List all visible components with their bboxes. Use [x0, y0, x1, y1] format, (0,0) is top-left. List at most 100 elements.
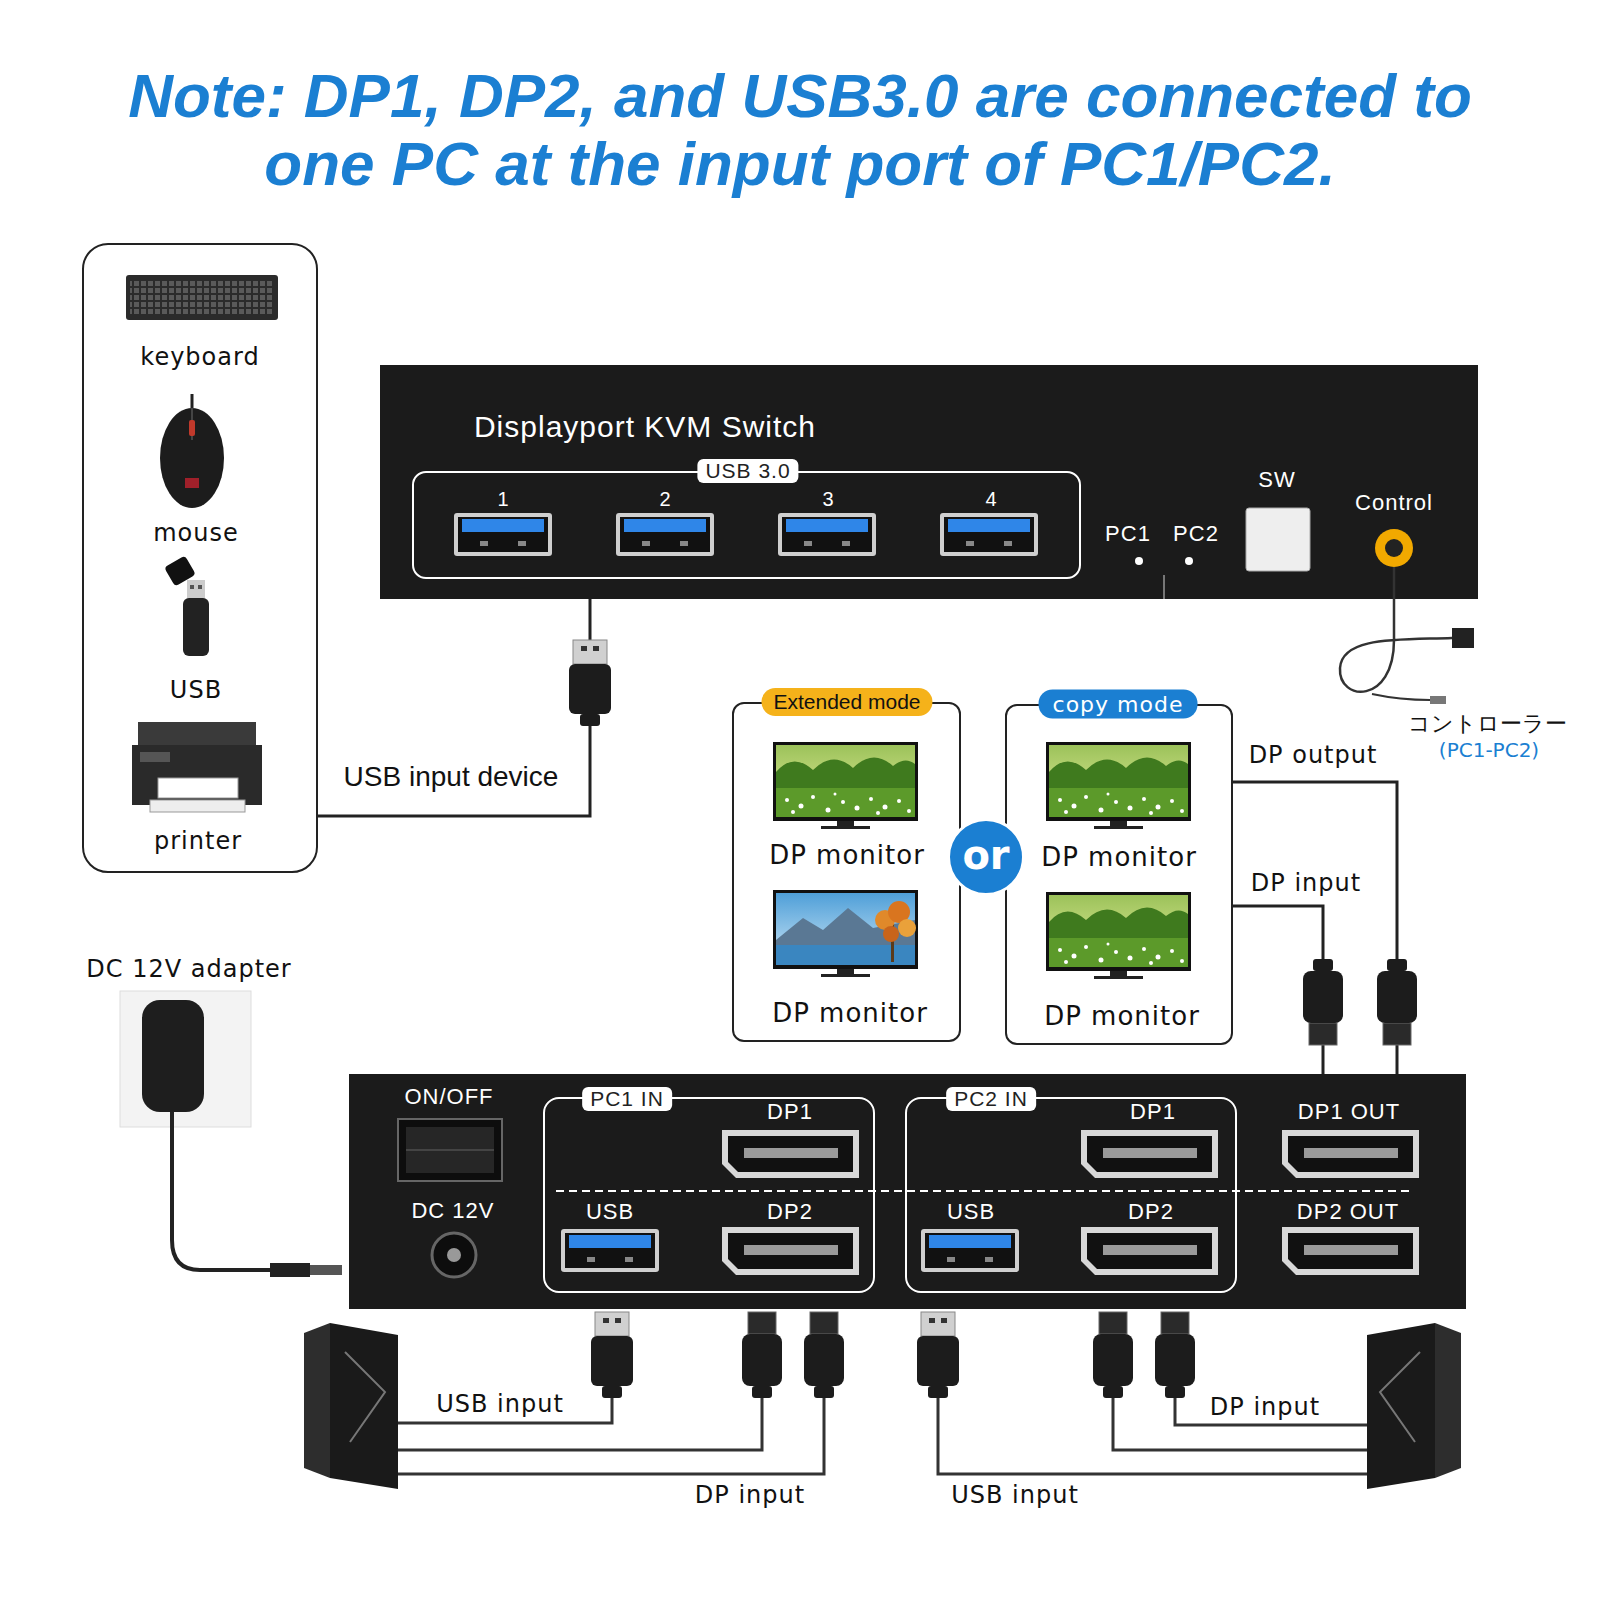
cable-label: USB input device [340, 761, 563, 793]
usb-plug [569, 640, 611, 726]
mode-title: copy mode [1039, 690, 1198, 719]
divider-line [556, 1190, 1413, 1192]
monitor-picture [1046, 892, 1191, 979]
mouse-icon [160, 408, 224, 508]
usb-plug [591, 1312, 633, 1398]
mouse-icon [185, 478, 199, 488]
monitor-label: DP monitor [772, 998, 928, 1028]
group-title: PC2 IN [946, 1087, 1036, 1111]
cable-label: DP input [691, 1481, 809, 1509]
usb-stick-icon [183, 598, 209, 656]
usb-plug [917, 1312, 959, 1398]
dp-plug [1093, 1312, 1133, 1398]
port-label: Control [1355, 490, 1433, 516]
keyboard-icon [130, 279, 274, 316]
power-adapter [172, 1112, 270, 1270]
dc-jack [447, 1248, 461, 1262]
controller-range: (PC1-PC2) [1435, 738, 1543, 762]
device-name: USB [170, 676, 222, 704]
port-label: DP1 OUT [1298, 1099, 1400, 1125]
usb-port [561, 1229, 659, 1272]
port-number: 4 [985, 488, 996, 511]
printer-icon [132, 722, 262, 812]
port-label: USB [586, 1199, 634, 1225]
usb-port-group: USB 3.01234 [412, 471, 1081, 579]
controller-cable [1452, 628, 1474, 648]
port-label: DP2 [767, 1199, 813, 1225]
printer-icon [138, 722, 256, 746]
rear-panel: ON/OFFDC 12VDP1 OUTDP2 OUTPC1 INDP1USBDP… [349, 1074, 1466, 1309]
pc-tower [1380, 1352, 1420, 1442]
dp-plug [804, 1312, 844, 1398]
switch-button [1246, 508, 1310, 571]
input-group: PC1 INDP1USBDP2 [543, 1097, 875, 1293]
front-panel-body [380, 365, 1478, 599]
rear-panel-body [349, 1074, 1466, 1309]
product-name: Displayport KVM Switch [474, 410, 816, 444]
usb-port [921, 1229, 1019, 1272]
port-label: DP2 OUT [1297, 1199, 1399, 1225]
power-adapter [120, 991, 342, 1277]
mode-box: Extended modeDP monitorDP monitor [732, 702, 961, 1042]
device-name: mouse [153, 519, 239, 547]
usb-port [778, 513, 876, 556]
keyboard-icon [126, 275, 278, 320]
cable-label: USB input [432, 1390, 568, 1418]
power-adapter [142, 1000, 204, 1112]
pc-tower [304, 1323, 398, 1489]
usb-stick-icon [187, 580, 205, 600]
printer-icon [140, 752, 170, 762]
power-label: DC 12V [411, 1198, 494, 1224]
device-box: keyboard mouseUSB printer [82, 243, 318, 873]
cable-label: DP input [1247, 869, 1365, 897]
usb-stick-icon [164, 555, 209, 656]
cable-line [318, 599, 590, 816]
front-panel-body [1163, 575, 1165, 599]
dp-plug [1155, 1312, 1195, 1398]
monitor-label: DP monitor [1044, 1001, 1200, 1031]
cable-line [1233, 782, 1397, 1074]
port-number: 2 [659, 488, 670, 511]
rear-panel-body [406, 1149, 494, 1151]
device-name: keyboard [140, 343, 259, 371]
adapter-label: DC 12V adapter [82, 955, 295, 983]
keyboard-icon [126, 275, 278, 320]
pc-tower [1367, 1323, 1435, 1489]
monitor-picture [773, 890, 918, 977]
device-name: printer [154, 827, 242, 855]
mode-title: Extended mode [761, 688, 932, 716]
port-number: 1 [497, 488, 508, 511]
controller-cable [1372, 694, 1430, 700]
port-label: USB [947, 1199, 995, 1225]
indicator-label: PC1 [1105, 521, 1151, 547]
or-word: or [962, 832, 1009, 878]
printer-icon [132, 745, 262, 805]
power-adapter [310, 1265, 342, 1275]
dp-port [1282, 1227, 1419, 1275]
rear-panel-body [349, 1074, 1466, 1309]
controller-label: コントローラー [1404, 709, 1571, 739]
mouse-icon [189, 420, 195, 436]
mouse-icon [160, 394, 224, 508]
dp-plug [1303, 959, 1343, 1045]
dp-plug [742, 1312, 782, 1398]
printer-icon [150, 800, 245, 812]
pc-tower [304, 1323, 330, 1478]
pc-tower [1435, 1323, 1461, 1478]
mode-box: copy modeDP monitorDP monitor [1005, 704, 1233, 1045]
power-adapter [120, 991, 251, 1127]
monitor-picture [773, 742, 918, 829]
pc-tower [1367, 1323, 1461, 1489]
pc-tower [330, 1323, 398, 1489]
indicator-led [1185, 557, 1193, 565]
control-jack [1385, 539, 1403, 557]
monitor-picture [1046, 742, 1191, 829]
group-title: USB 3.0 [697, 459, 798, 483]
port-label: DP2 [1128, 1199, 1174, 1225]
indicator-led [1135, 557, 1143, 565]
dp-port [1081, 1227, 1218, 1275]
cable-label: DP input [1206, 1393, 1324, 1421]
power-switch [406, 1127, 494, 1173]
cable-label: USB input [947, 1481, 1083, 1509]
